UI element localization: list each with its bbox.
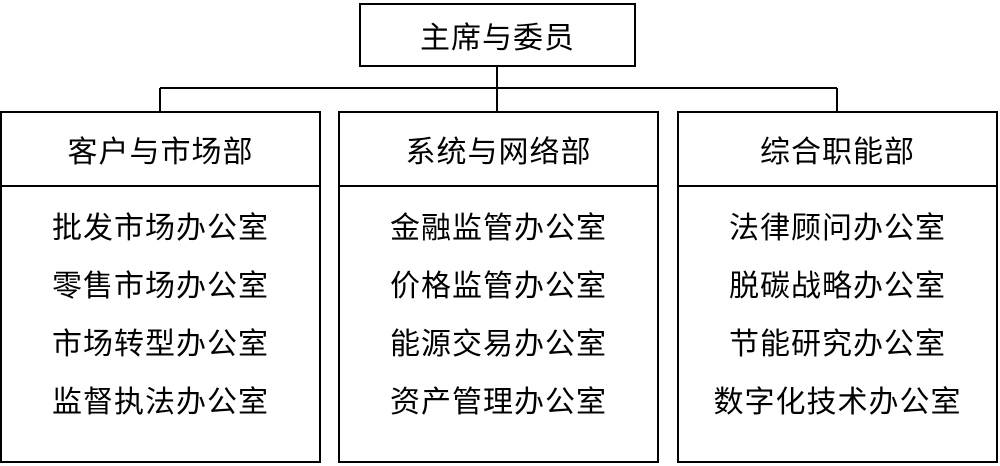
office-item: 金融监管办公室 (390, 211, 607, 246)
office-item: 节能研究办公室 (729, 327, 946, 362)
office-item: 监督执法办公室 (52, 385, 269, 420)
office-item: 市场转型办公室 (52, 327, 269, 362)
department-name: 客户与市场部 (67, 135, 254, 170)
chair-label: 主席与委员 (420, 21, 575, 56)
office-list: 批发市场办公室 零售市场办公室 市场转型办公室 监督执法办公室 (2, 187, 319, 441)
office-list: 金融监管办公室 价格监管办公室 能源交易办公室 资产管理办公室 (340, 187, 657, 441)
chair-node: 主席与委员 (359, 3, 636, 67)
office-item: 能源交易办公室 (390, 327, 607, 362)
department-name: 综合职能部 (760, 135, 915, 170)
office-list: 法律顾问办公室 脱碳战略办公室 节能研究办公室 数字化技术办公室 (679, 187, 996, 441)
department-customer-market: 客户与市场部 批发市场办公室 零售市场办公室 市场转型办公室 监督执法办公室 (0, 111, 321, 463)
department-name: 系统与网络部 (405, 135, 592, 170)
office-item: 数字化技术办公室 (713, 385, 962, 420)
office-item: 法律顾问办公室 (729, 211, 946, 246)
department-system-network: 系统与网络部 金融监管办公室 价格监管办公室 能源交易办公室 资产管理办公室 (338, 111, 659, 463)
department-header: 系统与网络部 (340, 113, 657, 187)
department-header: 综合职能部 (679, 113, 996, 187)
office-item: 脱碳战略办公室 (729, 269, 946, 304)
department-header: 客户与市场部 (2, 113, 319, 187)
office-item: 资产管理办公室 (390, 385, 607, 420)
department-general-functions: 综合职能部 法律顾问办公室 脱碳战略办公室 节能研究办公室 数字化技术办公室 (677, 111, 998, 463)
office-item: 价格监管办公室 (390, 269, 607, 304)
office-item: 批发市场办公室 (52, 211, 269, 246)
office-item: 零售市场办公室 (52, 269, 269, 304)
